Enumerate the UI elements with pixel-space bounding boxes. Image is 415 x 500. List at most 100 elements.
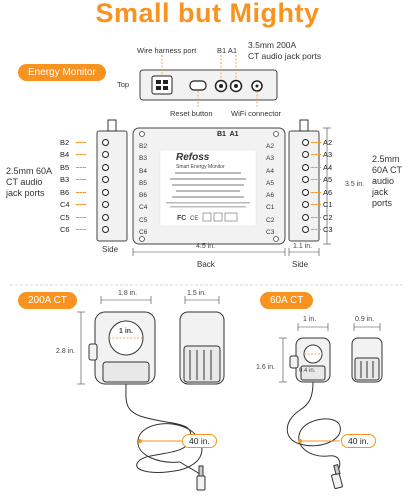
back-port-label: A6 xyxy=(266,192,274,200)
jack-port-icon xyxy=(102,226,109,234)
jack-port-icon xyxy=(302,201,309,209)
side-port-label: A3 xyxy=(323,150,333,160)
jack-port-icon xyxy=(102,138,109,146)
left-side-label: Side xyxy=(102,245,119,254)
side-port-row: C3 xyxy=(292,224,358,237)
back-port-label: A3 xyxy=(266,155,274,163)
leader-line xyxy=(76,191,86,193)
ct200-ports-label-2: CT audio jack ports xyxy=(248,51,322,61)
back-port-label: C5 xyxy=(139,216,148,224)
side-port-label: C6 xyxy=(60,225,70,235)
back-port-label: C2 xyxy=(266,216,275,224)
leader-line xyxy=(311,179,321,181)
reset-button-label: Reset button xyxy=(170,109,213,118)
top-view-label: Top xyxy=(117,80,130,89)
ct200-side xyxy=(179,311,225,385)
ct200-height: 2.8 in. xyxy=(56,348,76,355)
side-port-label: A5 xyxy=(323,175,333,185)
left-ct-label-line2: CT audio xyxy=(6,177,43,187)
right-side-label: Side xyxy=(292,260,309,269)
side-port-row: C5 xyxy=(60,211,126,224)
page-title: Small but Mighty xyxy=(95,0,320,28)
leader-line xyxy=(76,216,86,218)
leader-line xyxy=(311,166,321,168)
side-port-label: B6 xyxy=(60,187,70,197)
ct60-cable xyxy=(286,381,341,471)
side-port-row: B6 xyxy=(60,186,126,199)
back-port-label: C3 xyxy=(266,229,275,237)
side-port-row: A4 xyxy=(292,161,358,174)
ct200-ports-label: 3.5mm 200A xyxy=(248,40,297,50)
right-ct-label-line5: ports xyxy=(372,198,393,208)
leader-line xyxy=(311,216,321,218)
leader-line xyxy=(311,229,321,231)
ct60-depth: 0.9 in. xyxy=(355,316,375,323)
leader-line xyxy=(76,166,86,168)
back-brand: Refoss xyxy=(176,152,210,163)
ct60-side xyxy=(351,337,383,383)
back-port-label: B6 xyxy=(139,192,147,200)
side-port-row: C6 xyxy=(60,224,126,237)
jack-port-icon xyxy=(302,226,309,234)
ct200-plug xyxy=(196,465,206,491)
ct60-cable-length: 40 in. xyxy=(341,434,376,448)
jack-port-icon xyxy=(302,176,309,184)
jack-port-icon xyxy=(102,188,109,196)
side-port-label: C3 xyxy=(323,225,333,235)
energy-monitor-badge: Energy Monitor xyxy=(18,64,106,81)
jack-port-icon xyxy=(102,163,109,171)
jack-port-icon xyxy=(302,213,309,221)
ct200-front xyxy=(88,311,156,385)
side-port-row: A2 xyxy=(292,136,358,149)
side-port-row: B4 xyxy=(60,149,126,162)
left-ct-label-line1: 2.5mm 60A xyxy=(6,166,53,176)
jack-port-icon xyxy=(102,176,109,184)
side-port-label: B4 xyxy=(60,150,70,160)
reset-button xyxy=(189,80,207,91)
right-ct-label-line3: audio xyxy=(372,176,395,186)
jack-port-icon xyxy=(102,151,109,159)
ct200-cable xyxy=(125,383,203,473)
ct60-plug xyxy=(331,464,343,490)
side-port-label: C4 xyxy=(60,200,70,210)
side-port-label: C2 xyxy=(323,212,333,222)
back-width: 4.5 in. xyxy=(196,243,216,250)
side-port-label: B3 xyxy=(60,175,70,185)
jack-port-icon xyxy=(102,201,109,209)
left-ct-label-line3: jack ports xyxy=(6,188,45,198)
right-ct-label-line4: jack xyxy=(372,187,389,197)
leader-line xyxy=(76,154,86,156)
back-label-panel xyxy=(159,149,257,227)
jack-port-icon xyxy=(302,163,309,171)
side-port-row: C1 xyxy=(292,199,358,212)
top-view-body xyxy=(139,69,278,101)
back-port-label: C6 xyxy=(139,229,148,237)
wifi-connector-label: WiFi connector xyxy=(231,109,282,118)
right-ct-label: 2.5mm 60A CT audio jack ports xyxy=(372,154,402,209)
side-port-row: A5 xyxy=(292,174,358,187)
back-top-ports: B1 A1 xyxy=(217,131,239,138)
back-port-label: B5 xyxy=(139,179,147,187)
back-port-label: A4 xyxy=(266,167,274,175)
ct60-width: 1 in. xyxy=(303,316,317,323)
back-height: 3.5 in. xyxy=(345,181,365,188)
right-side-width: 1.1 in. xyxy=(293,243,313,250)
ct200-badge: 200A CT xyxy=(18,292,77,309)
side-port-row: B2 xyxy=(60,136,126,149)
left-ct-label: 2.5mm 60A CT audio jack ports xyxy=(6,166,52,199)
side-port-row: A6 xyxy=(292,186,358,199)
svg-text:CE: CE xyxy=(190,216,198,222)
back-product: Smart Energy Monitor xyxy=(176,164,225,170)
wire-harness-label: Wire harness port xyxy=(137,46,197,55)
side-port-label: B2 xyxy=(60,137,70,147)
ct60-hole: 0.4 in. xyxy=(299,368,316,374)
jack-port-icon xyxy=(302,188,309,196)
back-label: Back xyxy=(197,260,215,269)
side-port-label: C5 xyxy=(60,212,70,222)
leader-line xyxy=(76,141,86,143)
ct60-height: 1.6 in. xyxy=(256,364,276,371)
leader-line xyxy=(311,204,321,206)
